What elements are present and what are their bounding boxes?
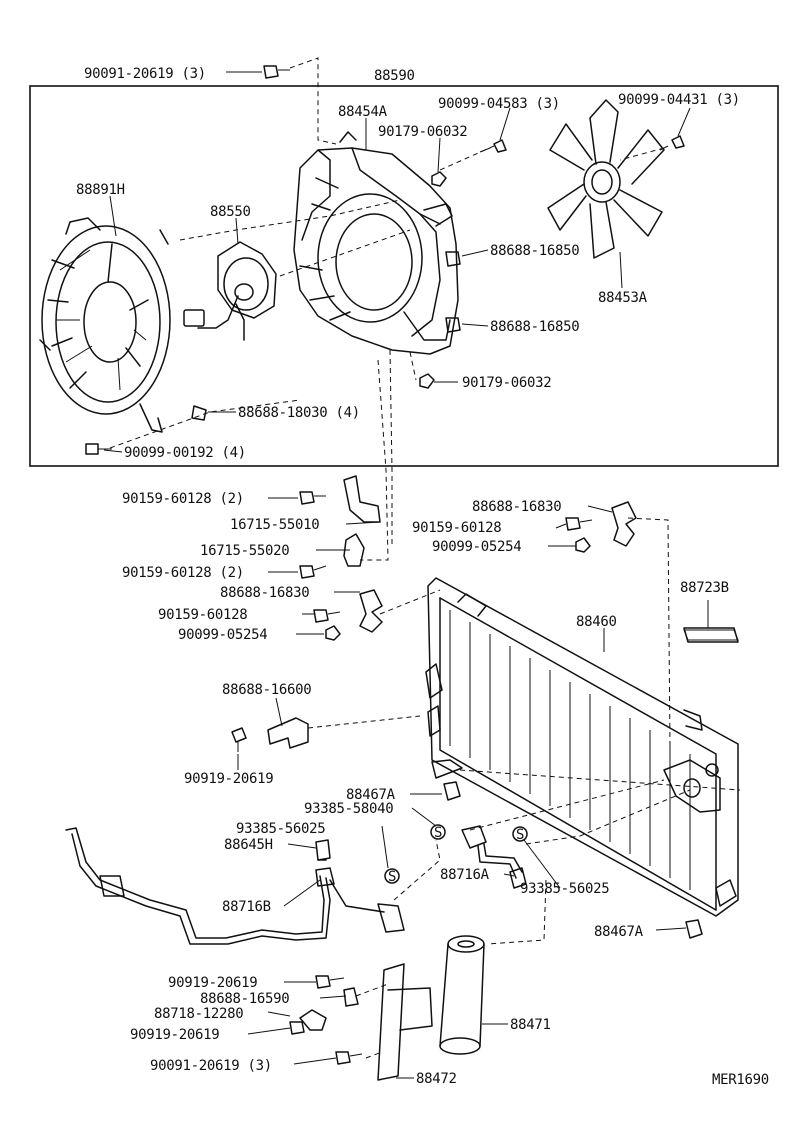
label-90091-20619-top: 90091-20619 (3) [84,66,206,82]
fan-assembly-boundary [29,85,779,467]
label-88688-16590: 88688-16590 [200,991,289,1007]
label-16715-55020: 16715-55020 [200,543,289,559]
fan-guard-part [39,217,171,433]
label-88550: 88550 [210,204,251,220]
label-88716b: 88716B [222,899,271,915]
label-16715-55010: 16715-55010 [230,517,319,533]
label-88472: 88472 [416,1071,457,1087]
right-clamp-part [565,501,637,553]
cushion-upper-part [443,781,461,801]
service-valve-part [315,839,331,861]
seal-o-rings: S S S [384,824,528,885]
label-88688-16850-b: 88688-16850 [490,319,579,335]
label-90099-04431: 90099-04431 (3) [618,92,740,108]
lower-assembly-lines [307,517,741,1059]
label-90159-60128-right: 90159-60128 [412,520,501,536]
receiver-drier-part [439,935,485,1055]
label-88891h: 88891H [76,182,125,198]
label-88688-16600: 88688-16600 [222,682,311,698]
label-88723b: 88723B [680,580,729,596]
label-88688-16830-left: 88688-16830 [220,585,309,601]
box-assembly-lines [109,57,665,561]
label-90099-04583: 90099-04583 (3) [438,96,560,112]
condenser-part [425,577,739,917]
cushion-lower-part [685,919,703,939]
label-90919-20619-mid: 90919-20619 [184,771,273,787]
diagram-code: MER1690 [712,1072,769,1088]
label-90179-06032-bottom: 90179-06032 [462,375,551,391]
label-90099-05254-right: 90099-05254 [432,539,521,555]
receiver-holder-part [289,963,433,1081]
label-88454a: 88454A [338,104,388,120]
label-93385-56025-right: 93385-56025 [520,881,609,897]
label-88716a: 88716A [440,867,490,883]
label-90091-20619-bottom: 90091-20619 (3) [150,1058,272,1074]
label-88467a-upper: 88467A [346,787,396,803]
label-88471: 88471 [510,1017,551,1033]
fan-shroud-part [293,131,459,355]
label-88645h: 88645H [224,837,273,853]
pipe-a-part [461,825,527,889]
pipe-b-part [65,827,405,945]
left-clamp-part [313,589,383,641]
seal-glyph-2: S [516,827,524,843]
label-88718-12280: 88718-12280 [154,1006,243,1022]
receiver-bracket-part [231,717,309,752]
label-90099-05254-left: 90099-05254 [178,627,267,643]
leader-lines [103,71,709,1079]
label-90159-60128-upper: 90159-60128 (2) [122,491,244,507]
label-pad-part [683,627,739,643]
label-88467a-lower: 88467A [594,924,644,940]
seal-glyph-1: S [434,825,442,841]
label-88460: 88460 [576,614,617,630]
label-fan-assembly: 88590 [374,68,415,84]
label-93385-56025-left: 93385-56025 [236,821,325,837]
label-90099-00192: 90099-00192 (4) [124,445,246,461]
label-90159-60128-left: 90159-60128 [158,607,247,623]
label-90159-60128-lower: 90159-60128 (2) [122,565,244,581]
label-90919-20619-lower-a: 90919-20619 [168,975,257,991]
fan-motor-part [183,241,277,341]
label-88453a: 88453A [598,290,648,306]
bracket-upper-part [299,475,381,523]
label-90179-06032-top: 90179-06032 [378,124,467,140]
fan-blade-part [547,99,665,259]
label-90919-20619-lower-b: 90919-20619 [130,1027,219,1043]
bracket-lower-part [299,533,365,579]
label-93385-58040: 93385-58040 [304,801,393,817]
label-88688-18030: 88688-18030 (4) [238,405,360,421]
label-88688-16830-right: 88688-16830 [472,499,561,515]
label-88688-16850-a: 88688-16850 [490,243,579,259]
seal-glyph-3: S [388,869,396,885]
